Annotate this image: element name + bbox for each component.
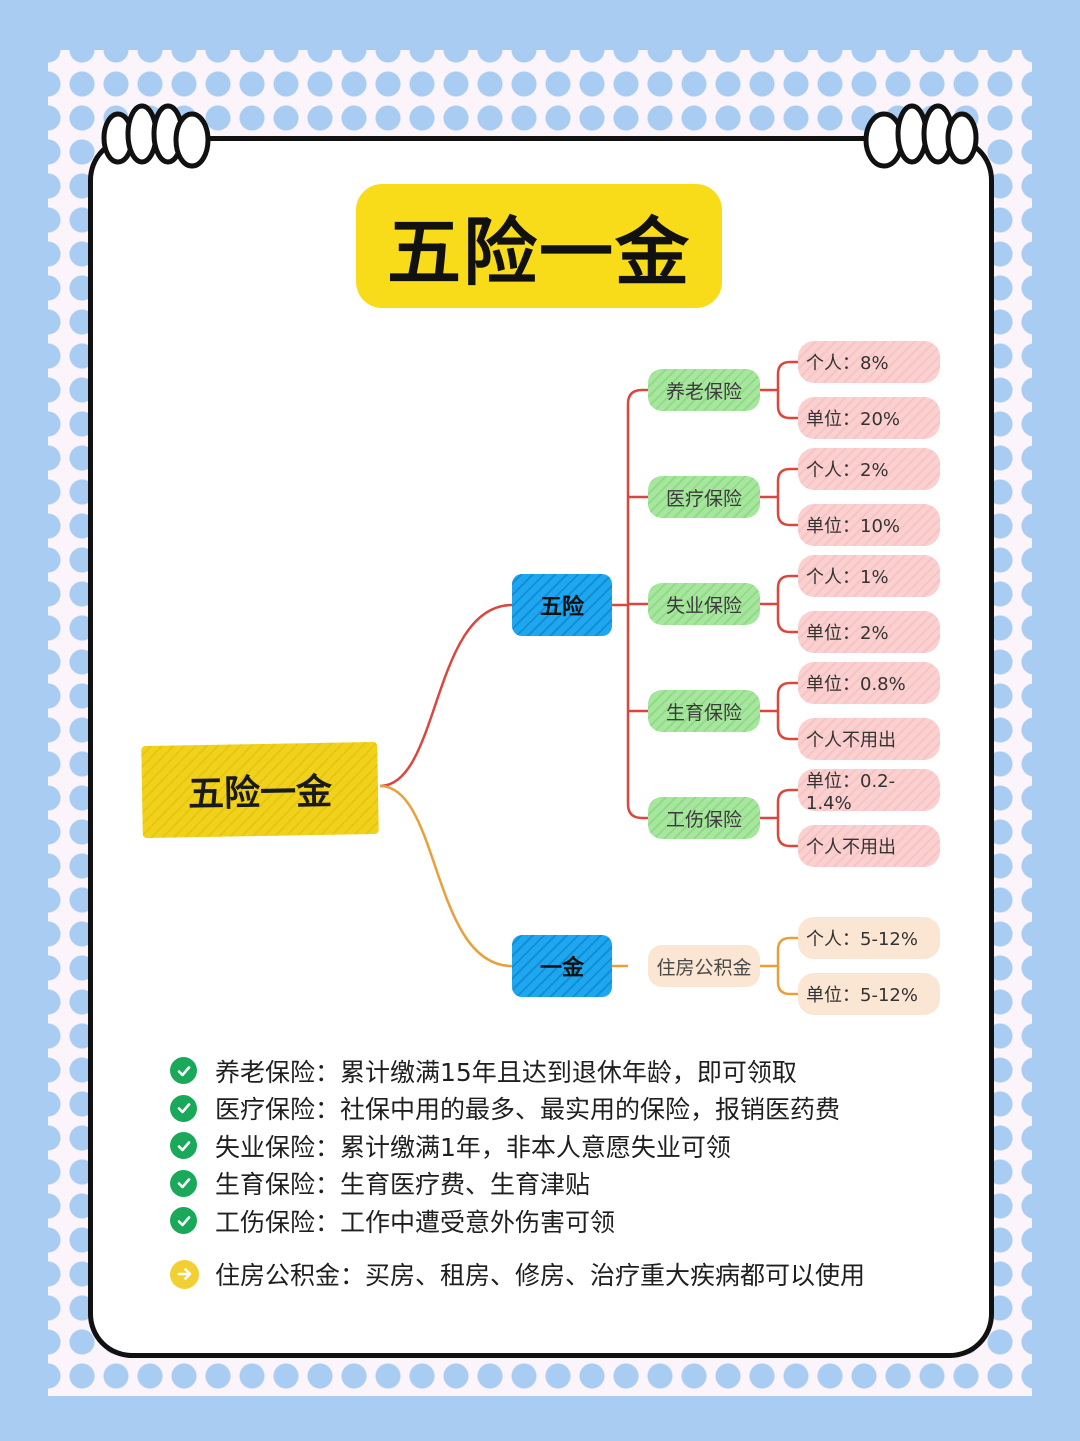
value-leaf: 单位：0.8% bbox=[798, 662, 940, 704]
insurance-node: 医疗保险 bbox=[648, 476, 760, 518]
left-hand-icon bbox=[101, 103, 211, 169]
note-item: 生育保险：生育医疗费、生育津贴 bbox=[170, 1165, 970, 1203]
arrow-right-icon bbox=[170, 1259, 199, 1289]
value-leaf: 个人不用出 bbox=[798, 718, 940, 760]
value-leaf: 个人：5-12% bbox=[798, 917, 940, 959]
title-banner: 五险一金 bbox=[356, 184, 722, 308]
check-icon bbox=[170, 1207, 197, 1235]
note-item: 工伤保险：工作中遭受意外伤害可领 bbox=[170, 1202, 970, 1240]
value-leaf: 个人：2% bbox=[798, 448, 940, 490]
value-leaf: 单位：10% bbox=[798, 504, 940, 546]
value-leaf: 单位：20% bbox=[798, 397, 940, 439]
leaf-bracket bbox=[776, 574, 798, 634]
note-text: 医疗保险：社保中用的最多、最实用的保险，报销医药费 bbox=[215, 1095, 841, 1125]
branch-node: 五险 bbox=[512, 574, 612, 636]
leaf-bracket bbox=[776, 936, 798, 996]
page-title: 五险一金 bbox=[387, 209, 691, 296]
check-icon bbox=[170, 1132, 197, 1160]
item-link bbox=[626, 388, 648, 405]
branch-node: 一金 bbox=[512, 935, 612, 997]
value-leaf: 个人不用出 bbox=[798, 825, 940, 867]
note-text: 生育保险：生育医疗费、生育津贴 bbox=[215, 1170, 591, 1200]
value-leaf: 个人：1% bbox=[798, 555, 940, 597]
fund-node: 住房公积金 bbox=[648, 945, 760, 987]
root-node: 五险一金 bbox=[141, 741, 379, 839]
leaf-bracket bbox=[776, 360, 798, 420]
note-text: 住房公积金：买房、租房、修房、治疗重大疾病都可以使用 bbox=[215, 1261, 866, 1291]
branch-link bbox=[379, 603, 513, 788]
note-text: 失业保险：累计缴满1年，非本人意愿失业可领 bbox=[215, 1132, 731, 1162]
insurance-node: 失业保险 bbox=[648, 583, 760, 625]
leaf-bracket bbox=[776, 681, 798, 741]
branch-link bbox=[379, 784, 513, 968]
insurance-node: 养老保险 bbox=[648, 369, 760, 411]
right-hand-icon bbox=[863, 103, 979, 169]
note-item-fund: 住房公积金：买房、租房、修房、治疗重大疾病都可以使用 bbox=[170, 1256, 970, 1294]
value-leaf: 单位：5-12% bbox=[798, 973, 940, 1015]
value-leaf: 单位：2% bbox=[798, 611, 940, 653]
check-icon bbox=[170, 1057, 197, 1085]
leaf-bracket bbox=[776, 788, 798, 848]
insurance-node: 工伤保险 bbox=[648, 797, 760, 839]
value-leaf: 个人：8% bbox=[798, 341, 940, 383]
check-icon bbox=[170, 1169, 197, 1197]
note-item: 失业保险：累计缴满1年，非本人意愿失业可领 bbox=[170, 1127, 970, 1165]
insurance-node: 生育保险 bbox=[648, 690, 760, 732]
value-leaf: 单位：0.2-1.4% bbox=[798, 769, 940, 814]
note-item: 养老保险：累计缴满15年且达到退休年龄，即可领取 bbox=[170, 1052, 970, 1090]
leaf-bracket bbox=[776, 467, 798, 527]
note-item: 医疗保险：社保中用的最多、最实用的保险，报销医药费 bbox=[170, 1090, 970, 1128]
check-icon bbox=[170, 1094, 197, 1122]
note-text: 工伤保险：工作中遭受意外伤害可领 bbox=[215, 1207, 616, 1237]
note-text: 养老保险：累计缴满15年且达到退休年龄，即可领取 bbox=[215, 1057, 797, 1087]
item-link bbox=[626, 803, 648, 820]
notes-list: 养老保险：累计缴满15年且达到退休年龄，即可领取 医疗保险：社保中用的最多、最实… bbox=[170, 1052, 970, 1293]
